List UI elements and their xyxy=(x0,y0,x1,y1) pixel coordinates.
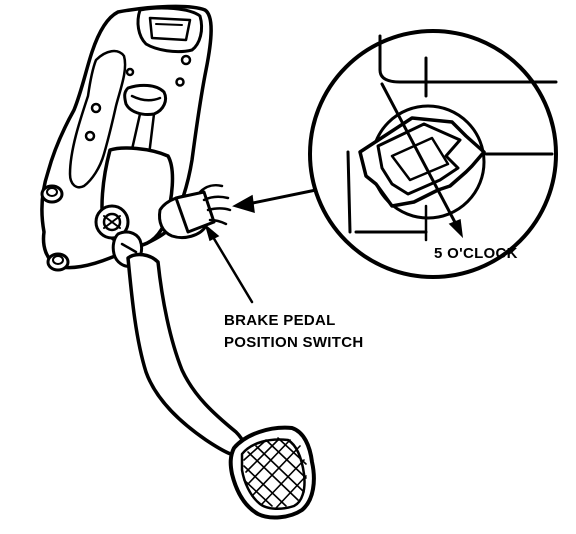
switch-label-line-1: BRAKE PEDAL xyxy=(224,312,336,329)
mounting-stud-lower xyxy=(46,252,70,272)
switch-label-leader xyxy=(204,223,254,304)
pedal-bracket-illustration xyxy=(40,4,316,520)
detail-label-5-oclock: 5 O'CLOCK xyxy=(434,245,518,262)
switch-label-line-2: POSITION SWITCH xyxy=(224,334,364,351)
switch-detail-view xyxy=(308,29,558,279)
pedal-pivot xyxy=(94,204,130,240)
mounting-stud-upper xyxy=(40,184,64,204)
brake-pedal-position-switch xyxy=(158,184,232,240)
detail-callout-arrow xyxy=(232,188,318,214)
brake-pedal-pad xyxy=(228,425,316,520)
